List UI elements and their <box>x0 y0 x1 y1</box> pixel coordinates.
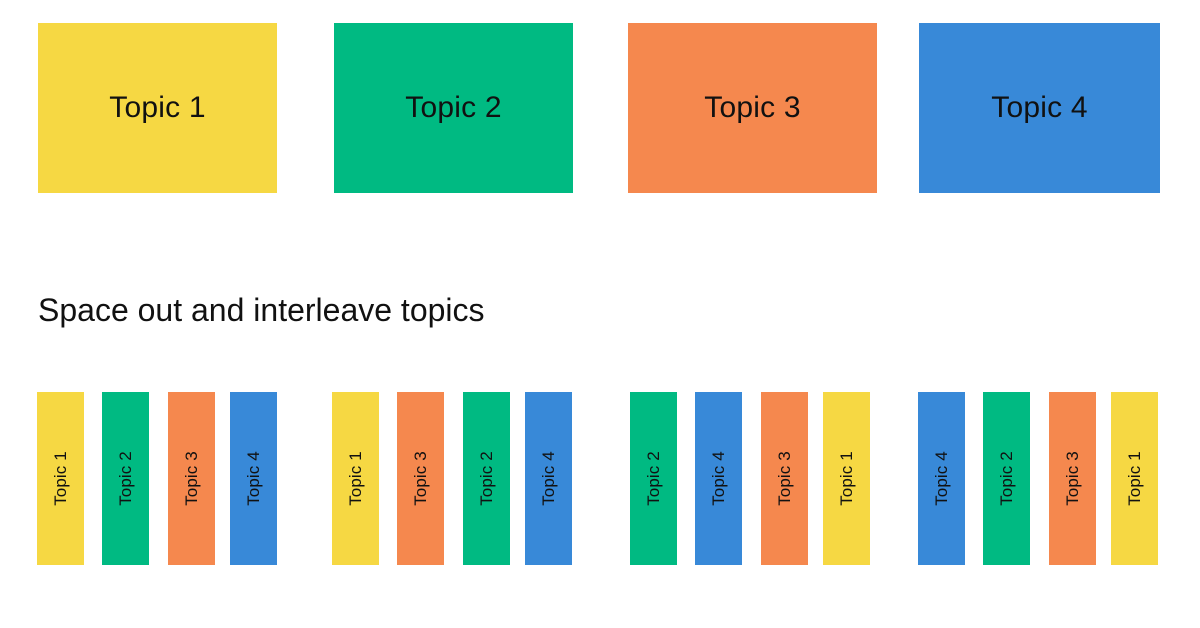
topic-block-3: Topic 3 <box>628 23 877 193</box>
topic-bar: Topic 1 <box>332 392 379 565</box>
topic-bar: Topic 4 <box>695 392 742 565</box>
topic-block-1: Topic 1 <box>38 23 277 193</box>
interleaved-practice-row: Topic 1 Topic 2 Topic 3 Topic 4 Topic 1 … <box>0 392 1200 567</box>
topic-bar-label: Topic 1 <box>346 451 366 506</box>
topic-bar-label: Topic 4 <box>244 451 264 506</box>
topic-block-label: Topic 4 <box>991 91 1088 124</box>
bar-group-session-3: Topic 2 Topic 4 Topic 3 Topic 1 <box>630 392 870 565</box>
topic-bar-label: Topic 3 <box>775 451 795 506</box>
topic-bar-label: Topic 2 <box>644 451 664 506</box>
topic-bar: Topic 2 <box>102 392 149 565</box>
topic-block-label: Topic 2 <box>405 91 502 124</box>
topic-bar: Topic 4 <box>918 392 965 565</box>
topic-bar-label: Topic 1 <box>1125 451 1145 506</box>
topic-bar-label: Topic 3 <box>411 451 431 506</box>
topic-bar: Topic 3 <box>168 392 215 565</box>
blocked-practice-row: Topic 1 Topic 2 Topic 3 Topic 4 <box>0 0 1200 220</box>
topic-bar-label: Topic 2 <box>997 451 1017 506</box>
topic-bar: Topic 4 <box>230 392 277 565</box>
topic-block-2: Topic 2 <box>334 23 573 193</box>
topic-bar: Topic 3 <box>1049 392 1096 565</box>
topic-block-label: Topic 3 <box>704 91 801 124</box>
topic-block-4: Topic 4 <box>919 23 1160 193</box>
topic-bar: Topic 1 <box>37 392 84 565</box>
topic-bar: Topic 2 <box>983 392 1030 565</box>
topic-bar: Topic 4 <box>525 392 572 565</box>
topic-bar-label: Topic 4 <box>539 451 559 506</box>
bar-group-session-4: Topic 4 Topic 2 Topic 3 Topic 1 <box>918 392 1158 565</box>
topic-bar: Topic 2 <box>630 392 677 565</box>
topic-bar-label: Topic 4 <box>709 451 729 506</box>
topic-bar-label: Topic 1 <box>837 451 857 506</box>
topic-bar: Topic 1 <box>823 392 870 565</box>
caption-text: Space out and interleave topics <box>38 292 485 328</box>
topic-bar-label: Topic 4 <box>932 451 952 506</box>
topic-bar-label: Topic 3 <box>1063 451 1083 506</box>
topic-bar: Topic 3 <box>761 392 808 565</box>
topic-bar-label: Topic 1 <box>51 451 71 506</box>
bar-group-session-1: Topic 1 Topic 2 Topic 3 Topic 4 <box>37 392 277 565</box>
topic-block-label: Topic 1 <box>109 91 206 124</box>
topic-bar-label: Topic 3 <box>182 451 202 506</box>
topic-bar: Topic 2 <box>463 392 510 565</box>
topic-bar: Topic 3 <box>397 392 444 565</box>
topic-bar-label: Topic 2 <box>477 451 497 506</box>
bar-group-session-2: Topic 1 Topic 3 Topic 2 Topic 4 <box>332 392 572 565</box>
topic-bar: Topic 1 <box>1111 392 1158 565</box>
topic-bar-label: Topic 2 <box>116 451 136 506</box>
